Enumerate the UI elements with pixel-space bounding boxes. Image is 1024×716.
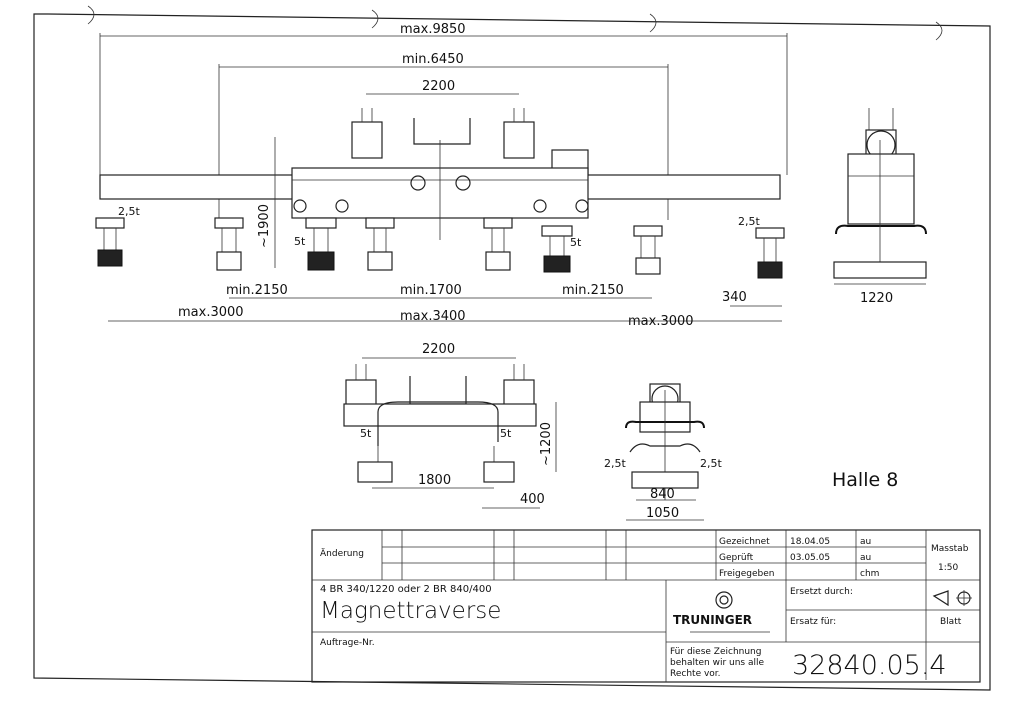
load-lower-left: 5t [360, 427, 372, 440]
magnet-hanger-center-left [365, 217, 395, 271]
company-name: TRUNINGER [673, 613, 752, 627]
dim-min-1700: min.1700 [400, 283, 462, 298]
drawing-subtitle: 4 BR 340/1220 oder 2 BR 840/400 [320, 584, 492, 595]
magnet-hanger-left-center [305, 217, 337, 271]
load-left-center: 5t [294, 235, 306, 248]
auftrage-label: Auftrage-Nr. [320, 638, 375, 648]
location-note: Halle 8 [832, 469, 898, 491]
magnet-hanger-left-end [95, 217, 125, 267]
rights-line-1: Für diese Zeichnung [670, 647, 761, 657]
load-right-center: 5t [570, 236, 582, 249]
lower-frame [343, 403, 537, 427]
geprueft-by: au [860, 553, 871, 563]
ersetzt-durch-label: Ersetzt durch: [790, 587, 853, 597]
aenderung-label: Änderung [320, 548, 364, 559]
gezeichnet-label: Gezeichnet [719, 537, 770, 547]
lower-magnet-right [483, 461, 515, 483]
dim-max-3400: max.3400 [400, 309, 466, 324]
dim-max-3000-right: max.3000 [628, 314, 694, 329]
front-view: max.9850 min.6450 2200 ~1900 [95, 22, 788, 329]
geprueft-label: Geprüft [719, 553, 754, 563]
geprueft-date: 03.05.05 [790, 553, 830, 563]
gezeichnet-by: au [860, 537, 871, 547]
magnet-hanger-right-end [755, 227, 785, 279]
load-lower-side-right: 2,5t [700, 457, 722, 470]
blatt-label: Blatt [940, 617, 962, 627]
rights-line-3: Rechte vor. [670, 669, 721, 679]
dim-2200-lower: 2200 [422, 342, 455, 357]
load-lower-right: 5t [500, 427, 512, 440]
projection-symbol-icon [932, 590, 972, 607]
dim-1800: 1800 [418, 473, 451, 488]
massstab-value: 1:50 [938, 563, 958, 573]
dim-min-2150-right: min.2150 [562, 283, 624, 298]
magnet-hanger-right-min [633, 225, 663, 275]
right-hoist [503, 121, 535, 159]
lifting-bracket [413, 118, 471, 145]
ersatz-fuer-label: Ersatz für: [790, 617, 836, 627]
dim-2200-top: 2200 [422, 79, 455, 94]
dim-width-840: 840 [650, 487, 675, 502]
load-left-end: 2,5t [118, 205, 140, 218]
load-lower-side-left: 2,5t [604, 457, 626, 470]
left-hoist [351, 121, 383, 159]
dim-max-9850: max.9850 [400, 22, 466, 37]
freigegeben-label: Freigegeben [719, 569, 775, 579]
dim-width-1220: 1220 [860, 291, 893, 306]
dim-offset-340: 340 [722, 290, 747, 305]
lower-magnet-left [357, 461, 393, 483]
gezeichnet-date: 18.04.05 [790, 537, 830, 547]
massstab-label: Masstab [931, 544, 969, 554]
side-view: 1220 [833, 108, 927, 306]
lower-side-view: 2,5t 2,5t 840 1050 [604, 383, 722, 521]
magnet-hanger-left-min [214, 217, 244, 271]
dim-height-1200: ~1200 [539, 422, 554, 466]
dim-height-1900: ~1900 [257, 204, 272, 248]
drawing-number: 32840.05.4 [792, 650, 947, 681]
dim-max-3000-left: max.3000 [178, 305, 244, 320]
dim-width-1050: 1050 [646, 506, 679, 521]
title-block: Änderung Gezeichnet 18.04.05 au Geprüft … [311, 529, 981, 683]
freigegeben-by: chm [860, 569, 879, 579]
rights-line-2: behalten wir uns alle [670, 658, 764, 668]
dim-offset-400: 400 [520, 492, 545, 507]
company-logo-icon [690, 591, 770, 633]
drawing-title: Magnettraverse [320, 598, 501, 624]
dim-min-2150-left: min.2150 [226, 283, 288, 298]
sheet-frame [33, 5, 991, 691]
lower-front-view: 2200 5t 5t 1800 ~1200 400 [343, 342, 557, 509]
load-right-end: 2,5t [738, 215, 760, 228]
dim-min-6450: min.6450 [402, 52, 464, 67]
magnet-hanger-center-right [483, 217, 513, 271]
magnet-hanger-right-center [541, 225, 573, 273]
